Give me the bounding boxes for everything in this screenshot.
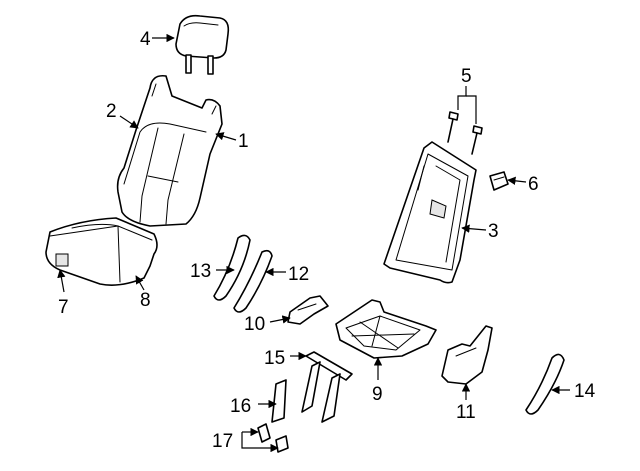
callout-6: 6 <box>528 174 539 195</box>
part-10-bracket <box>287 295 329 325</box>
callout-1: 1 <box>238 131 249 152</box>
part-6-clip <box>489 171 509 191</box>
callout-7: 7 <box>58 297 69 318</box>
callout-8: 8 <box>140 290 151 311</box>
callout-11: 11 <box>456 402 476 423</box>
part-7-8-seat-cushion <box>45 217 158 286</box>
part-1-2-seat-back <box>116 74 223 227</box>
part-12-trim <box>233 249 273 313</box>
part-16-trim <box>271 379 287 423</box>
callout-14: 14 <box>574 381 596 402</box>
callout-5: 5 <box>461 66 472 87</box>
callout-12: 12 <box>288 264 309 285</box>
part-4-headrest <box>175 14 230 75</box>
part-11-bracket <box>441 325 493 385</box>
callout-3: 3 <box>488 221 499 242</box>
part-3-seatback-frame <box>383 141 477 284</box>
callout-17: 17 <box>212 431 233 452</box>
callout-16: 16 <box>230 396 251 417</box>
part-17-clips <box>257 423 289 453</box>
callout-9: 9 <box>372 384 383 405</box>
callout-4: 4 <box>140 29 151 50</box>
part-9-seat-pan <box>335 299 437 359</box>
callout-labels: 4 2 1 3 5 6 7 8 9 10 11 12 13 14 15 16 1… <box>58 29 596 452</box>
callout-15: 15 <box>264 348 285 369</box>
part-5-bolts <box>447 111 483 155</box>
part-15-rails <box>301 351 353 423</box>
callout-2: 2 <box>106 101 117 122</box>
callout-10: 10 <box>244 314 265 335</box>
leader-lines <box>57 33 570 453</box>
part-14-trim <box>525 353 565 415</box>
callout-13: 13 <box>190 261 211 282</box>
